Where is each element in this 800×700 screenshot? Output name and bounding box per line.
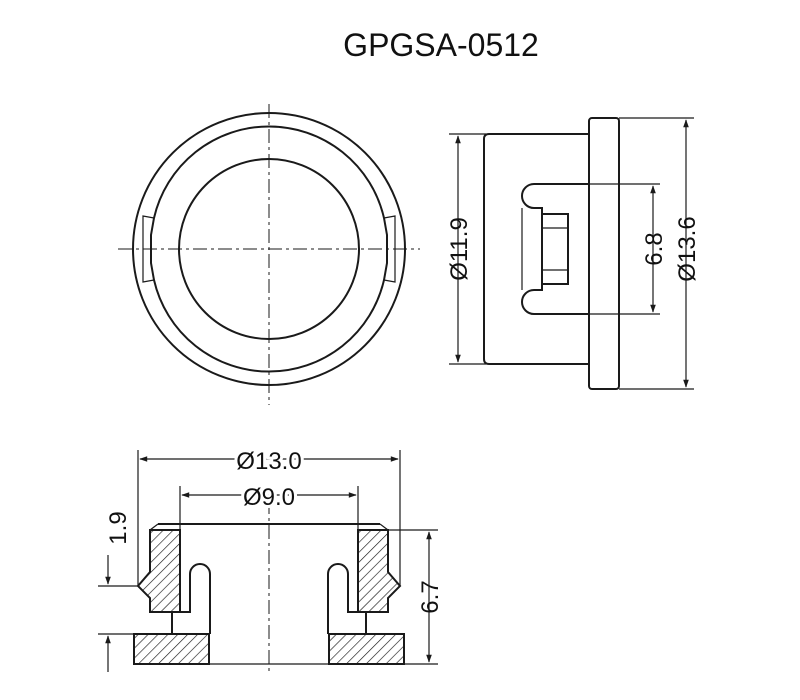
top-view-bore-circle xyxy=(178,158,360,340)
dim-total-height: 6.7 xyxy=(417,580,444,613)
dim-body-diameter: Ø11.9 xyxy=(446,217,473,281)
section-right-flange xyxy=(328,633,405,665)
section-right-upper xyxy=(357,529,402,613)
section-left-upper xyxy=(136,529,181,613)
side-view: Ø11.9 6.8 Ø13.6 xyxy=(446,117,701,390)
dim-flange-diameter: Ø13.6 xyxy=(674,216,701,281)
side-view-flange xyxy=(588,117,620,390)
dim-flange-thickness: 1.9 xyxy=(105,511,132,544)
top-view-outer-circle xyxy=(132,112,406,386)
section-right-finger xyxy=(327,563,358,634)
section-top-edge xyxy=(149,523,159,531)
top-view-notch-right xyxy=(383,215,396,283)
top-view xyxy=(118,104,420,405)
side-view-slot-outer xyxy=(521,183,590,315)
dim-slot-width: 6.8 xyxy=(641,232,668,265)
section-left-finger xyxy=(180,563,211,634)
dim-outer-diameter: Ø13.0 xyxy=(236,448,301,475)
dim-inner-diameter: Ø9.0 xyxy=(243,484,295,511)
section-view: Ø13.0 Ø9.0 1.9 6.7 xyxy=(98,445,444,672)
section-left-flange xyxy=(133,633,210,665)
section-top-edge xyxy=(379,523,389,531)
side-view-body xyxy=(483,133,590,365)
top-view-notch-left xyxy=(142,215,155,283)
side-view-slot-inner xyxy=(541,213,569,285)
drawing-title: GPGSA-0512 xyxy=(343,27,539,63)
